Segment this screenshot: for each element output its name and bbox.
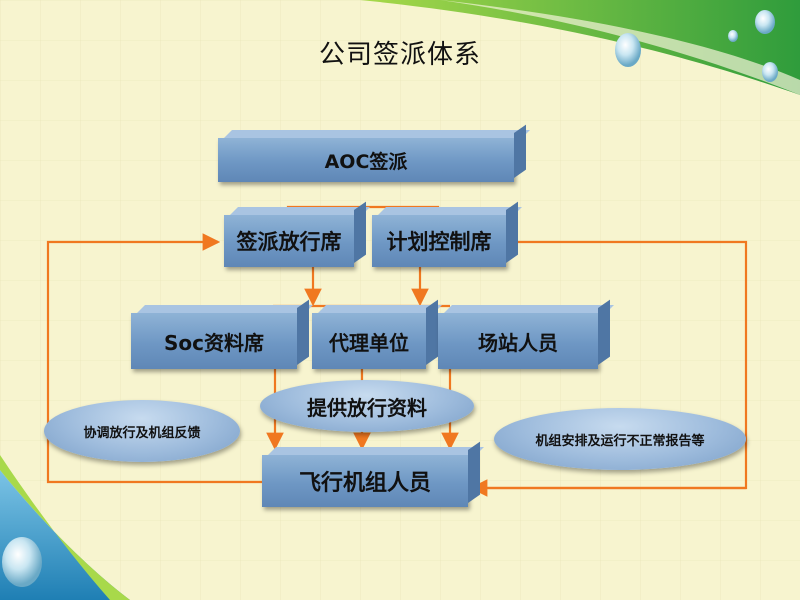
- soc-data-node: Soc资料席: [131, 313, 297, 369]
- water-drop-icon: [615, 33, 641, 67]
- water-drop-icon: [755, 10, 775, 34]
- plan-control-node: 计划控制席: [372, 215, 506, 267]
- crew-arrange-label: 机组安排及运行不正常报告等: [494, 408, 746, 470]
- water-drop-icon: [728, 30, 738, 42]
- release-data-label: 提供放行资料: [260, 380, 474, 432]
- agent-unit-node: 代理单位: [312, 313, 426, 369]
- water-drop-icon: [762, 62, 778, 82]
- dispatch-release-node: 签派放行席: [224, 215, 354, 267]
- coord-feedback-label: 协调放行及机组反馈: [44, 400, 240, 462]
- slide-title: 公司签派体系: [318, 40, 481, 70]
- top-swoosh: [360, 0, 800, 95]
- flight-crew-node: 飞行机组人员: [262, 455, 468, 507]
- aoc-dispatch-node: AOC签派: [218, 138, 514, 182]
- station-staff-node: 场站人员: [438, 313, 598, 369]
- water-drop-icon: [2, 537, 42, 587]
